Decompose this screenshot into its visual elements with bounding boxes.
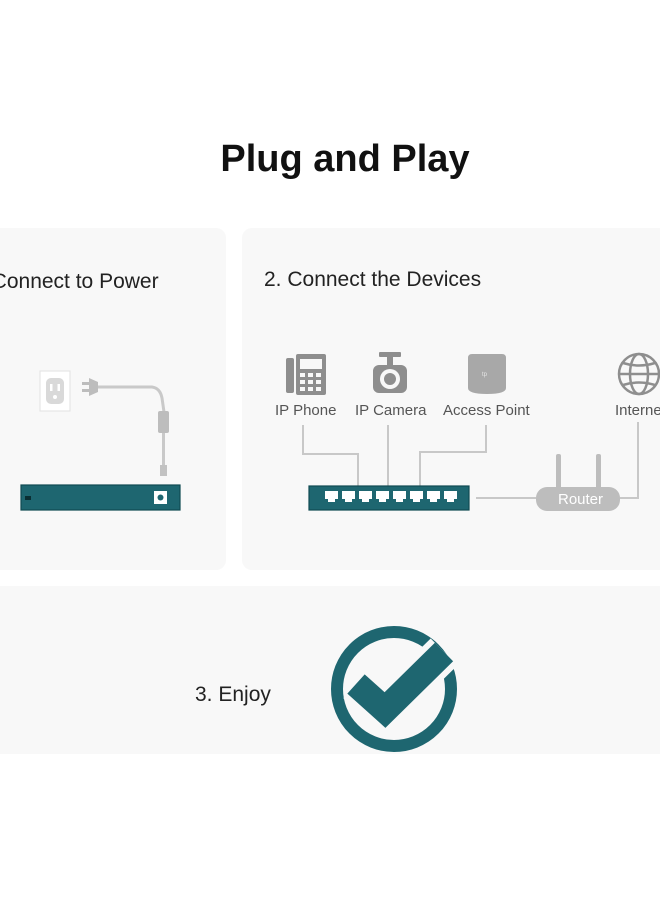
phone-icon — [286, 354, 326, 395]
power-plug-icon — [82, 378, 169, 476]
access-point-icon: tp — [468, 354, 506, 394]
switch-device — [308, 485, 470, 511]
router-icon — [536, 454, 620, 511]
page-title: Plug and Play — [220, 138, 470, 180]
connection-lines — [302, 422, 639, 499]
connect-power-panel: . Connect to Power — [0, 228, 226, 570]
camera-icon — [373, 352, 407, 393]
router-label: Router — [558, 491, 604, 508]
ethernet-ports — [325, 491, 457, 502]
device-label-internet: Interne — [615, 402, 660, 419]
wall-outlet-icon — [39, 370, 71, 412]
devices-illustration: tp — [286, 352, 660, 511]
enjoy-illustration — [331, 626, 458, 752]
checkmark-icon — [331, 626, 458, 752]
device-label-access-point: Access Point — [443, 402, 530, 419]
device-label-ip-camera: IP Camera — [355, 402, 427, 419]
step-2-title: 2. Connect the Devices — [264, 268, 482, 291]
globe-icon — [617, 352, 660, 396]
power-illustration — [20, 370, 181, 511]
enjoy-panel: 3. Enjoy — [0, 586, 660, 754]
step-1-title: . Connect to Power — [0, 270, 159, 293]
switch-device — [20, 484, 181, 511]
svg-text:tp: tp — [482, 372, 488, 378]
step-3-title: 3. Enjoy — [195, 683, 271, 706]
device-label-ip-phone: IP Phone — [275, 402, 337, 419]
connect-devices-panel: 2. Connect the Devices — [242, 228, 660, 570]
